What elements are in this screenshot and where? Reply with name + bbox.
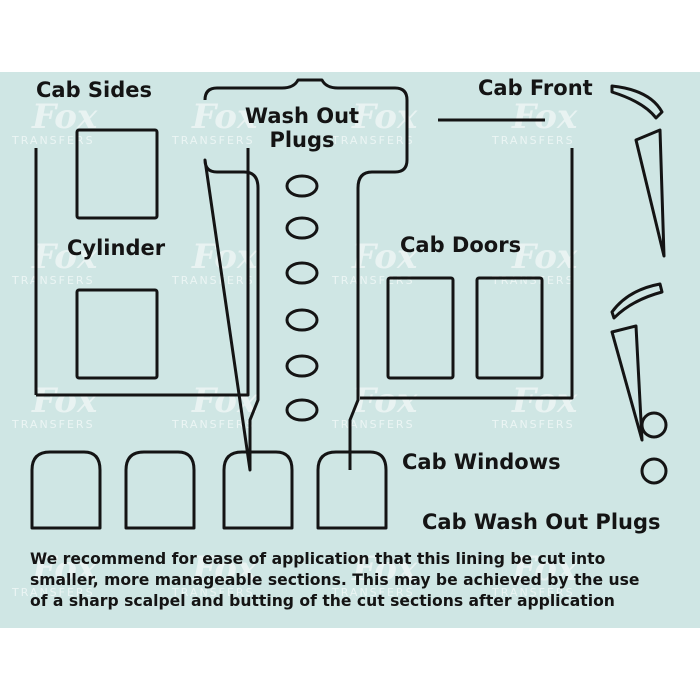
watermark-sub: TRANSFERS (11, 586, 95, 599)
watermark-brand: Fox (351, 549, 418, 589)
watermark-brand: Fox (191, 549, 258, 589)
watermark-sub: TRANSFERS (331, 586, 415, 599)
watermark-brand: Fox (31, 237, 98, 277)
cab-front-arc-lower (610, 282, 664, 320)
watermark-sub: TRANSFERS (331, 274, 415, 287)
watermark-sub: TRANSFERS (491, 418, 575, 431)
watermark-sub: TRANSFERS (11, 274, 95, 287)
watermark-sub: TRANSFERS (491, 134, 575, 147)
watermark-brand: Fox (31, 381, 98, 421)
cab-door-right (475, 276, 544, 380)
watermark-brand: Fox (511, 97, 578, 137)
label-cab-sides: Cab Sides (36, 78, 153, 102)
wash-out-plug-ovals (285, 174, 319, 422)
watermark-brand: Fox (511, 549, 578, 589)
instruction-line-3: of a sharp scalpel and butting of the cu… (30, 592, 615, 610)
cab-window-4 (316, 450, 388, 530)
watermark-brand: Fox (511, 237, 578, 277)
watermark-sub: TRANSFERS (11, 418, 95, 431)
instruction-line-1: We recommend for ease of application tha… (30, 550, 606, 568)
cab-front-arc-upper (610, 84, 664, 120)
watermark-sub: TRANSFERS (331, 134, 415, 147)
label-cylinder: Cylinder (67, 236, 166, 260)
label-cab-windows: Cab Windows (402, 450, 561, 474)
cab-front-blade-upper (634, 128, 666, 258)
watermark-brand: Fox (31, 549, 98, 589)
cab-doors-outline (360, 118, 574, 400)
cab-wash-out-plug-2 (640, 457, 668, 485)
cab-sides-outline (34, 148, 250, 397)
cab-front-blade-lower (610, 324, 644, 442)
label-wash-out-plugs-line1: Wash Out (244, 104, 360, 128)
cab-sides-panel (75, 128, 159, 220)
watermark-brand: Fox (351, 237, 418, 277)
instruction-text: We recommend for ease of application tha… (30, 549, 675, 612)
instruction-line-2: smaller, more manageable sections. This … (30, 571, 640, 589)
watermark-sub: TRANSFERS (491, 586, 575, 599)
cab-door-left (386, 276, 455, 380)
label-cab-doors: Cab Doors (400, 233, 522, 257)
watermark-sub: TRANSFERS (331, 418, 415, 431)
label-wash-out-plugs-line2: Plugs (269, 128, 335, 152)
watermark-sub: TRANSFERS (171, 134, 255, 147)
watermark-brand: Fox (191, 97, 258, 137)
cab-window-2 (124, 450, 196, 530)
watermark-sub: TRANSFERS (11, 134, 95, 147)
watermark-sub: TRANSFERS (171, 274, 255, 287)
cylinder-panel (75, 288, 159, 380)
decal-sheet (0, 72, 700, 628)
label-cab-wash-out-plugs: Cab Wash Out Plugs (422, 510, 661, 534)
watermark-brand: Fox (351, 381, 418, 421)
wash-out-plugs-outline (203, 78, 409, 472)
label-cab-front: Cab Front (478, 76, 593, 100)
cab-window-1 (30, 450, 102, 530)
watermark-sub: TRANSFERS (171, 418, 255, 431)
watermark-brand: Fox (511, 381, 578, 421)
label-wash-out-plugs: Wash Out Plugs (232, 106, 372, 151)
fox-watermark-pattern: FoxTRANSFERSFoxTRANSFERSFoxTRANSFERSFoxT… (11, 97, 578, 599)
watermark-sub: TRANSFERS (491, 274, 575, 287)
cab-wash-out-plug-1 (640, 411, 668, 439)
watermark-sub: TRANSFERS (171, 586, 255, 599)
cab-window-3 (222, 450, 294, 530)
